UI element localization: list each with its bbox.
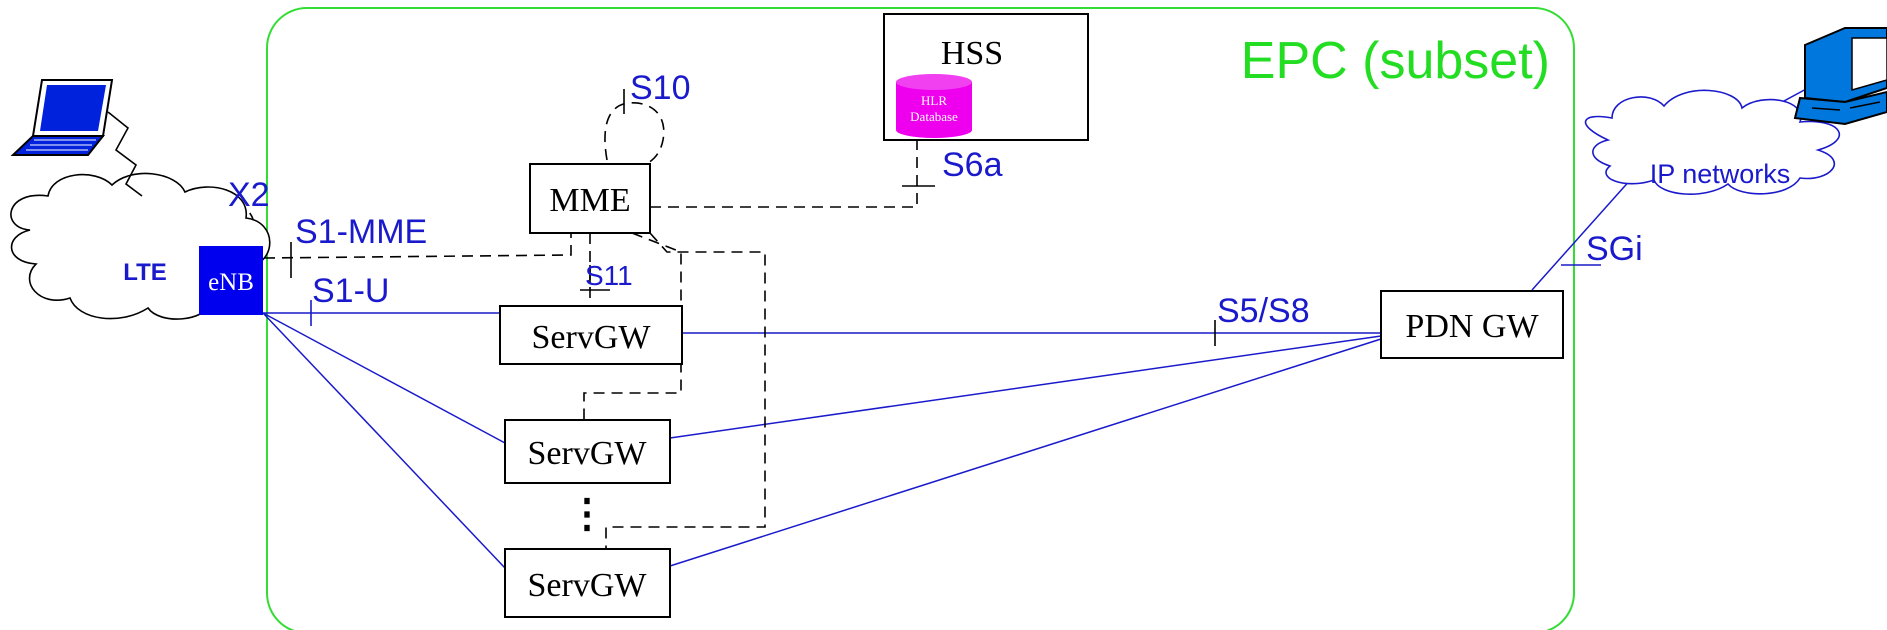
s5s8-link-servgw-3 <box>669 338 1382 567</box>
s5-s8-label: S5/S8 <box>1217 292 1310 330</box>
hlr-db-line1: HLR <box>921 93 947 108</box>
servgw-label-2: ServGW <box>528 435 648 472</box>
s1-mme-link <box>263 233 572 259</box>
sgi-label: SGi <box>1586 230 1643 268</box>
mme-label: MME <box>549 182 630 219</box>
ip-networks-cloud <box>1584 89 1840 195</box>
s1u-link-servgw-2 <box>262 312 506 444</box>
hss-label: HSS <box>941 35 1003 72</box>
pdngw-label: PDN GW <box>1405 308 1539 345</box>
servgw-node-1 <box>499 305 683 365</box>
s10-label: S10 <box>630 69 691 107</box>
s5s8-link-servgw-2 <box>669 335 1382 439</box>
hlr-database-icon <box>896 74 972 138</box>
s6a-link <box>650 140 918 208</box>
pdngw-node <box>1380 290 1564 359</box>
s10-loop <box>604 102 665 166</box>
servgw-label-1: ServGW <box>532 319 652 356</box>
s6a-label: S6a <box>942 146 1003 184</box>
epc-title: EPC (subset) <box>1241 32 1550 90</box>
lte-label: LTE <box>123 259 167 286</box>
servgw-ellipsis: ⋮ <box>567 491 607 536</box>
s11-label: S11 <box>585 260 633 291</box>
servgw-node-2 <box>504 419 671 484</box>
enb-node <box>199 246 263 315</box>
enb-label: eNB <box>208 269 254 296</box>
s11-link-servgw-3 <box>605 232 766 549</box>
s1u-link-servgw-3 <box>262 312 506 569</box>
x2-label: X2 <box>228 176 270 214</box>
laptop-icon <box>10 79 143 197</box>
user-plane-links <box>262 87 1809 569</box>
desktop-computer-icon <box>1793 27 1887 126</box>
sgi-link <box>1531 177 1633 291</box>
s1-u-label: S1-U <box>312 272 389 310</box>
hlr-db-line2: Database <box>910 109 958 124</box>
epc-boundary <box>266 7 1575 630</box>
interface-ticks <box>221 89 1216 346</box>
s1-mme-label: S1-MME <box>295 213 427 251</box>
servgw-node-3 <box>504 548 671 618</box>
mme-node <box>529 163 651 234</box>
ip-networks-label: IP networks <box>1650 159 1791 189</box>
servgw-label-3: ServGW <box>528 567 648 604</box>
